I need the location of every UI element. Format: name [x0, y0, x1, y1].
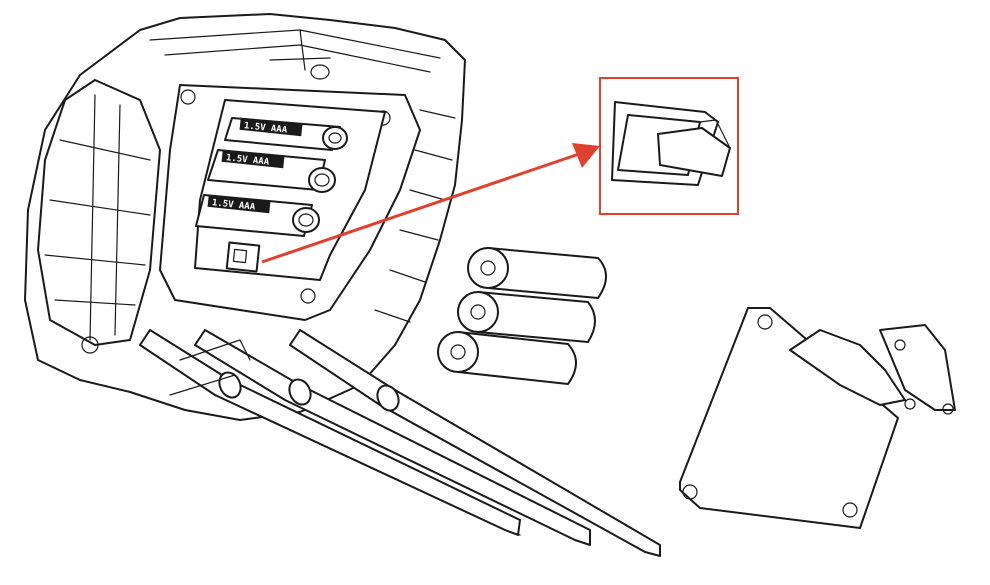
callout-arrowhead	[572, 143, 600, 168]
switch-detail	[611, 101, 731, 186]
battery-cover-clip-left	[789, 329, 906, 406]
battery-slot-1: 1.5V AAA	[224, 117, 348, 151]
battery-slot-2-label: 1.5V AAA	[225, 153, 270, 168]
loose-battery-2	[457, 291, 596, 343]
loose-batteries	[437, 247, 607, 385]
loose-battery-1	[467, 247, 607, 299]
housing-left-bumper	[37, 79, 161, 346]
battery-cover-clip-right	[879, 324, 956, 411]
compartment-switch	[225, 241, 261, 273]
switch-callout	[261, 77, 739, 264]
loose-battery-3	[437, 331, 577, 385]
battery-slot-3: 1.5V AAA	[195, 194, 320, 237]
battery-slot-3-label: 1.5V AAA	[211, 198, 256, 213]
sensor-probes	[139, 329, 661, 557]
battery-cover	[679, 307, 956, 529]
battery-slot-1-label: 1.5V AAA	[243, 121, 288, 136]
battery-cover-plate	[679, 307, 899, 529]
callout-arrow-line	[261, 150, 586, 264]
battery-slot-2: 1.5V AAA	[207, 149, 336, 193]
